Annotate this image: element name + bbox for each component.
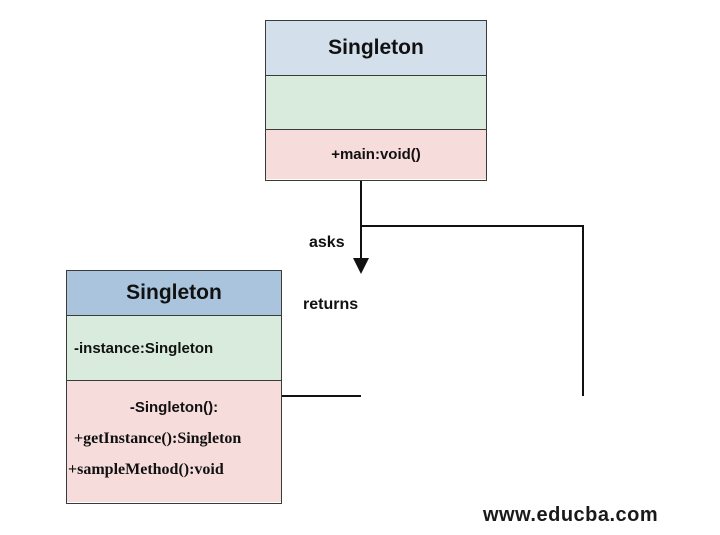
main-class-operations-compartment: +main:void() <box>266 130 486 179</box>
singleton-class-name-compartment: Singleton <box>67 271 281 316</box>
main-class-operation: +main:void() <box>331 146 421 163</box>
singleton-class-attribute: -instance:Singleton <box>74 339 214 357</box>
get-instance-operation: +getInstance():Singleton <box>74 430 242 447</box>
returns-path <box>361 225 584 396</box>
asks-label: asks <box>309 234 345 251</box>
returns-label: returns <box>303 296 359 313</box>
main-class-box: Singleton +main:void() <box>265 20 487 181</box>
singleton-constructor: -Singleton(): <box>129 399 219 416</box>
main-class-name-compartment: Singleton <box>266 21 486 76</box>
sample-method-operation: +sampleMethod():void <box>68 461 224 478</box>
main-class-name: Singleton <box>328 36 424 59</box>
singleton-class-name: Singleton <box>126 281 222 304</box>
singleton-class-operations-compartment: -Singleton(): +getInstance():Singleton +… <box>67 381 281 502</box>
singleton-class-box: Singleton -instance:Singleton -Singleton… <box>66 270 282 504</box>
watermark-text: www.educba.com <box>483 504 659 526</box>
singleton-class-attributes-compartment: -instance:Singleton <box>67 316 281 381</box>
main-class-attributes-compartment <box>266 76 486 130</box>
